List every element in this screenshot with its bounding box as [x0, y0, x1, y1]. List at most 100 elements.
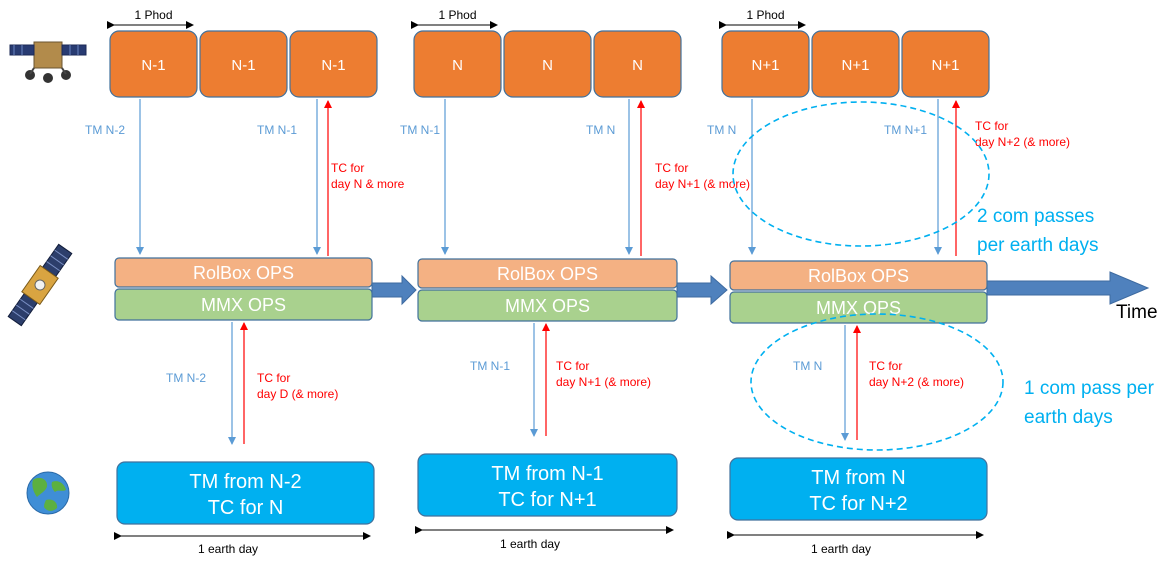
rolbox-ops-label: RolBox OPS [497, 264, 598, 284]
ground-tc-label-line-1: TC for [257, 371, 290, 385]
tm-label-left: TM N-1 [400, 123, 440, 137]
annotation-bottom: 1 com pass per earth days [1024, 378, 1155, 428]
phod-box-shape [901, 30, 990, 98]
phod-label: N [632, 57, 643, 74]
earth-box-line-2: TC for N+2 [809, 493, 907, 515]
phod-label: N-1 [231, 57, 255, 74]
phod-dimension-label: 1 Phod [134, 8, 172, 22]
flow-arrows [371, 271, 1150, 306]
phod-box-shape [503, 30, 592, 98]
earth-day-dimension: 1 earth day [114, 532, 371, 556]
tc-label-line-1: TC for [655, 161, 688, 175]
earth-box-line-2: TC for N+1 [498, 489, 596, 511]
earth-day-label: 1 earth day [198, 542, 258, 556]
phase-2: N N N 1 Phod TM N-1 TM N TC for day N+1 (& more… [400, 8, 750, 551]
ground-tm-label: TM N-1 [470, 359, 510, 373]
phase-group: N-1 N-1 N-1 1 Phod TM N-2 TM N-1 TC for day N &… [85, 8, 1070, 556]
annotation-bottom-line-1: 1 com pass per [1024, 378, 1155, 399]
phod-label: N [452, 57, 463, 74]
earth-icon [26, 471, 70, 515]
earth-box-line-1: TM from N-2 [189, 471, 301, 493]
earth-day-box-shape [729, 457, 988, 521]
earth-day-box-shape [116, 461, 375, 525]
mmx-ops-label: MMX OPS [816, 298, 901, 318]
tc-label-line-2: day N+2 (& more) [975, 135, 1070, 149]
phase-1: N-1 N-1 N-1 1 Phod TM N-2 TM N-1 TC for day N &… [85, 8, 405, 556]
rolbox-ops-bar [729, 260, 988, 291]
phod-label: N+1 [752, 57, 780, 74]
phod-box: N+1 [811, 30, 900, 98]
rolbox-ops-label: RolBox OPS [808, 266, 909, 286]
rolbox-ops-bar [417, 258, 678, 289]
tc-label-line-1: TC for [975, 119, 1008, 133]
earth-box-line-2: TC for N [208, 497, 284, 519]
earth-day-dimension: 1 earth day [415, 526, 674, 551]
time-arrow [986, 271, 1150, 305]
ground-tc-label-line-2: day N+1 (& more) [556, 375, 651, 389]
phod-label: N-1 [141, 57, 165, 74]
ground-tc-label-line-2: day N+2 (& more) [869, 375, 964, 389]
tm-label-left: TM N-2 [85, 123, 125, 137]
annotation-top-line-1: 2 com passes [977, 206, 1094, 227]
annotation-top-line-2: per earth days [977, 235, 1098, 256]
phod-box-shape [811, 30, 900, 98]
phod-dimension: 1 Phod [411, 8, 498, 29]
earth-box-line-1: TM from N [811, 467, 905, 489]
earth-day-box: TM from N TC for N+2 [729, 457, 988, 521]
com-pass-ellipse-bottom [750, 313, 1004, 451]
mmx-ops-label: MMX OPS [201, 295, 286, 315]
flow-arrow-1 [371, 274, 417, 306]
phod-box-shape [413, 30, 502, 98]
phod-label: N+1 [932, 57, 960, 74]
phod-box: N-1 [109, 30, 198, 98]
mmx-ops-bar [729, 291, 988, 324]
ops-block: RolBox OPS MMX OPS [417, 258, 678, 322]
ops-block: RolBox OPS MMX OPS [729, 260, 988, 324]
phod-box-shape [199, 30, 288, 98]
mmx-ops-bar [114, 288, 373, 321]
tc-label-line-2: day N & more [331, 177, 405, 191]
rover-icon [9, 41, 87, 83]
phod-box: N [593, 30, 682, 98]
satellite-icon [7, 243, 73, 327]
com-pass-ellipse-top [732, 101, 990, 247]
rolbox-ops-label: RolBox OPS [193, 263, 294, 283]
phod-box: N-1 [199, 30, 288, 98]
phod-label: N [542, 57, 553, 74]
mmx-ops-bar [417, 289, 678, 322]
phod-box-shape [109, 30, 198, 98]
earth-box-line-1: TM from N-1 [491, 463, 603, 485]
phod-dimension: 1 Phod [107, 8, 194, 29]
phod-box: N+1 [901, 30, 990, 98]
time-label: Time [1116, 302, 1158, 323]
phod-box: N [413, 30, 502, 98]
tm-label-right: TM N [586, 123, 615, 137]
tm-label-left: TM N [707, 123, 736, 137]
phod-dimension: 1 Phod [719, 8, 806, 29]
tm-label-right: TM N-1 [257, 123, 297, 137]
mmx-ops-label: MMX OPS [505, 296, 590, 316]
tm-label-right: TM N+1 [884, 123, 927, 137]
phod-dimension-label: 1 Phod [438, 8, 476, 22]
phod-label: N-1 [321, 57, 345, 74]
phod-box: N-1 [289, 30, 378, 98]
earth-day-label: 1 earth day [811, 542, 871, 556]
ops-block: RolBox OPS MMX OPS [114, 257, 373, 321]
flow-arrow-2 [676, 274, 728, 306]
earth-day-dimension: 1 earth day [727, 531, 984, 556]
ground-tc-label-line-1: TC for [556, 359, 589, 373]
phod-label: N+1 [842, 57, 870, 74]
earth-day-box: TM from N-1 TC for N+1 [417, 453, 678, 517]
annotation-top: 2 com passes per earth days [977, 206, 1098, 256]
ground-tc-label-line-2: day D (& more) [257, 387, 338, 401]
rolbox-ops-bar [114, 257, 373, 288]
phod-box-shape [721, 30, 810, 98]
ground-tc-label-line-1: TC for [869, 359, 902, 373]
earth-day-box-shape [417, 453, 678, 517]
earth-day-label: 1 earth day [500, 537, 560, 551]
phod-box: N [503, 30, 592, 98]
ground-tm-label: TM N [793, 359, 822, 373]
ground-tm-label: TM N-2 [166, 371, 206, 385]
earth-day-box: TM from N-2 TC for N [116, 461, 375, 525]
